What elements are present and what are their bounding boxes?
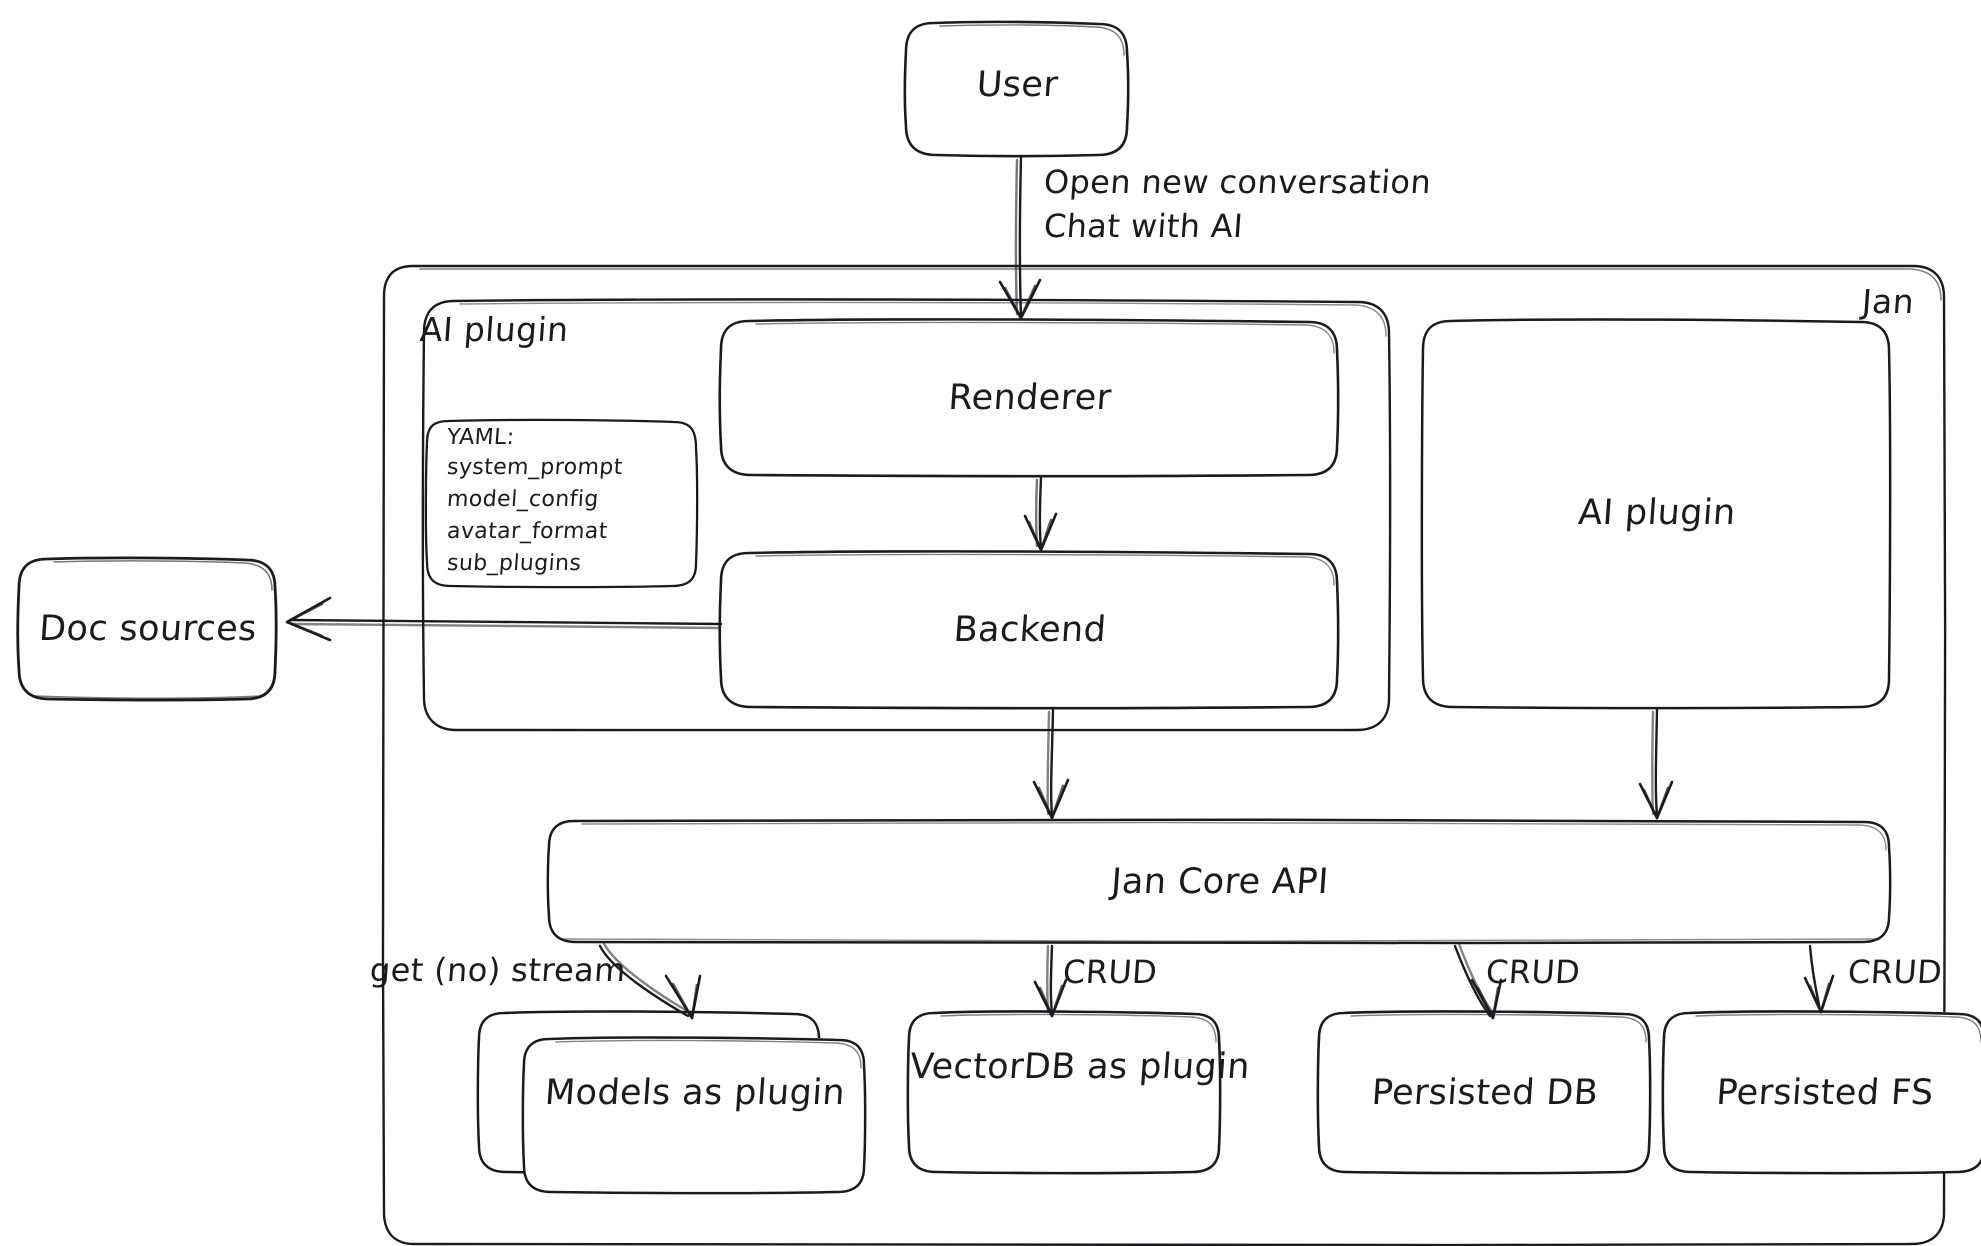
node-label-renderer[interactable]: Renderer: [947, 378, 1113, 418]
edge-core-db: [1453, 942, 1503, 1020]
node-label-backend[interactable]: Backend: [952, 610, 1108, 650]
yaml-note-item-model-config: model_config: [446, 487, 600, 512]
edge-core-vectordb: [1033, 944, 1068, 1018]
yaml-note-title: YAML:: [446, 425, 516, 450]
edge-backend-core: [1032, 708, 1070, 820]
container-label-ai-plugin-group: AI plugin: [418, 310, 570, 349]
edge-renderer-backend: [1023, 476, 1058, 552]
edge-label-get-no-stream: get (no) stream: [368, 951, 628, 989]
node-label-ai-plugin[interactable]: AI plugin: [1576, 493, 1738, 533]
node-persisted-fs-shape: [1661, 1010, 1981, 1175]
node-renderer-shape: [718, 318, 1340, 478]
node-persisted-db-shape: [1316, 1010, 1652, 1175]
yaml-note-item-avatar-format: avatar_format: [446, 519, 609, 544]
node-label-persisted-db[interactable]: Persisted DB: [1370, 1073, 1600, 1113]
node-ai-plugin-shape: [1420, 318, 1892, 710]
container-label-jan: Jan: [1860, 282, 1916, 321]
node-label-jan-core-api[interactable]: Jan Core API: [1109, 862, 1331, 902]
node-backend-shape: [718, 550, 1340, 710]
edge-user-renderer: [998, 155, 1042, 320]
yaml-note-item-system-prompt: system_prompt: [446, 455, 624, 480]
edge-label-crud-persisted-fs: CRUD: [1846, 953, 1944, 991]
node-label-user[interactable]: User: [975, 65, 1060, 105]
node-label-doc-sources[interactable]: Doc sources: [37, 609, 259, 649]
node-user-shape: [903, 20, 1130, 158]
node-jan-core-api-shape: [546, 818, 1892, 945]
edge-backend-doc-sources: [285, 596, 723, 642]
edge-label-crud-vectordb: CRUD: [1061, 953, 1159, 991]
edge-label-open-new-conversation: Open new conversation: [1042, 163, 1433, 201]
node-label-models-plugin[interactable]: Models as plugin: [543, 1073, 847, 1113]
yaml-note-shape: [424, 418, 699, 589]
edge-aiplugin-core: [1638, 708, 1674, 820]
edge-label-chat-with-ai: Chat with AI: [1042, 207, 1245, 245]
node-label-persisted-fs[interactable]: Persisted FS: [1715, 1073, 1935, 1113]
node-label-vectordb-plugin[interactable]: VectorDB as plugin: [908, 1047, 1252, 1087]
edge-label-crud-persisted-db: CRUD: [1484, 953, 1582, 991]
edge-core-models: [598, 942, 702, 1020]
yaml-note-item-sub-plugins: sub_plugins: [446, 551, 583, 576]
node-doc-sources-shape: [16, 556, 278, 702]
node-models-plugin-shape: [476, 1010, 867, 1195]
node-vectordb-plugin-shape: [906, 1010, 1222, 1175]
edge-core-fs: [1803, 944, 1835, 1014]
